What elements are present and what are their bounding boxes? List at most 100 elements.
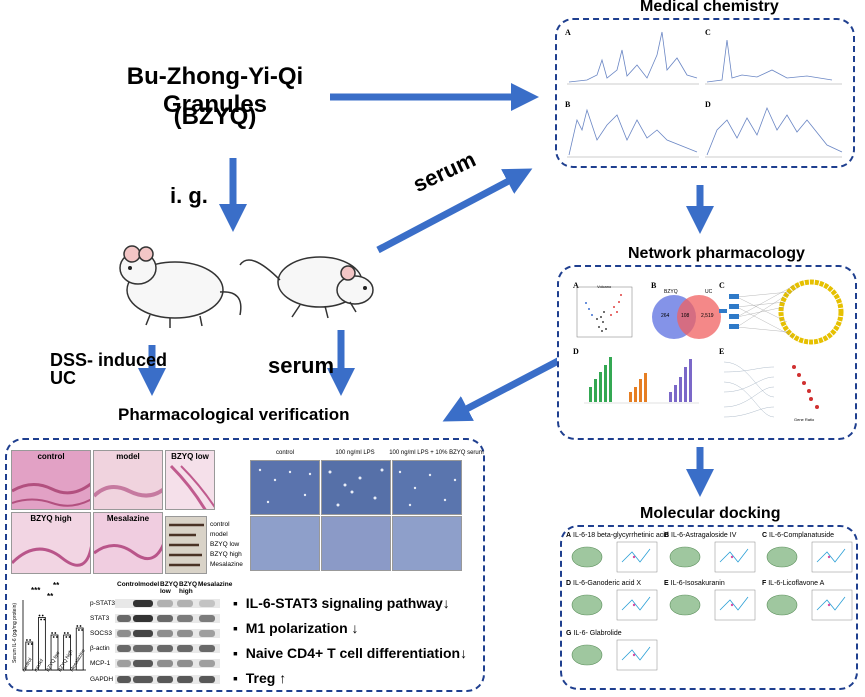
net-panel-a: A bbox=[573, 281, 579, 290]
chromatogram-panels bbox=[567, 31, 843, 158]
bar-point bbox=[27, 643, 30, 645]
bar-point bbox=[29, 639, 31, 641]
dock-label-d: D IL-6-Ganoderic acid X bbox=[566, 580, 642, 587]
colon-photo bbox=[165, 516, 207, 574]
he-control: control bbox=[11, 450, 91, 510]
network-pharmacology-box: A B C D E bbox=[557, 265, 857, 440]
micro-lps-serum-bottom bbox=[392, 516, 462, 571]
bar-mesalazine bbox=[75, 627, 84, 671]
bar-point bbox=[26, 639, 28, 641]
wb-header-model: model bbox=[140, 581, 160, 588]
medical-chemistry-title: Medical chemistry bbox=[640, 0, 779, 15]
bar-point bbox=[30, 643, 33, 645]
volcano-plot bbox=[576, 286, 633, 338]
net-panel-b: B bbox=[651, 281, 657, 290]
wb-band-stat3 bbox=[115, 614, 220, 623]
colon-legend-mesalazine: Mesalazine bbox=[210, 561, 243, 568]
dock-label-c: C IL-6-Complanatuside bbox=[762, 532, 834, 539]
micro-lps-bottom bbox=[321, 516, 391, 571]
net-panel-d: D bbox=[573, 347, 579, 356]
venn-right-count: 2,519 bbox=[701, 313, 714, 319]
serum-down-label: serum bbox=[268, 353, 335, 378]
network-pharmacology-title: Network pharmacology bbox=[628, 245, 805, 262]
chem-panel-a: A bbox=[565, 28, 571, 37]
dock-label-f: F IL-6-Licoflavone A bbox=[762, 580, 825, 587]
bar-point bbox=[68, 636, 71, 638]
wb-band-mcp1 bbox=[115, 659, 220, 668]
bar-sig-1: *** bbox=[31, 586, 41, 595]
dss-label-line2: UC bbox=[50, 368, 76, 388]
wb-header-bzyq-low: BZYQ low bbox=[160, 581, 179, 595]
arrow-serum-diagonal bbox=[376, 168, 533, 254]
wb-band-socs3 bbox=[115, 629, 220, 638]
wb-row-label-mcp1: MCP-1 bbox=[90, 660, 111, 667]
network-graph bbox=[719, 279, 844, 345]
venn-diagram bbox=[652, 295, 721, 339]
bar-point bbox=[78, 629, 80, 631]
kegg-sankey bbox=[723, 361, 819, 418]
he-bzyq-high: BZYQ high bbox=[11, 512, 91, 574]
bar-ylabel: Serum IL-6 (pg/mg protein) bbox=[12, 602, 18, 664]
wb-band-gapdh bbox=[115, 675, 220, 684]
net-panel-c: C bbox=[719, 281, 725, 290]
bar-point bbox=[38, 614, 41, 617]
micro-control-bottom bbox=[250, 516, 320, 571]
bullet-il6-stat3: ▪ IL-6-STAT3 signaling pathway↓ bbox=[233, 595, 450, 611]
bullet-treg: ▪ Treg ↑ bbox=[233, 670, 287, 686]
bar-sig-2: ** bbox=[47, 592, 54, 601]
wb-row-label-bactin: β-actin bbox=[90, 645, 110, 652]
bar-bzyq-high bbox=[63, 634, 71, 671]
bar-point bbox=[63, 632, 66, 634]
he-mesalazine: Mesalazine bbox=[93, 512, 163, 574]
micro-header-lps: 100 ng/ml LPS bbox=[335, 450, 375, 456]
pharmacological-verification-title: Pharmacological verification bbox=[118, 405, 350, 424]
bar-point bbox=[51, 632, 53, 634]
bar-model bbox=[38, 617, 46, 671]
il6-bar-chart bbox=[22, 600, 86, 671]
micro-lps-serum-top bbox=[392, 460, 462, 515]
wb-band-pstat3 bbox=[115, 599, 220, 608]
chem-panel-d: D bbox=[705, 100, 711, 109]
dock-label-e: E IL-6-Isosakuranin bbox=[664, 580, 725, 587]
colon-legend-bzyq-high: BZYQ high bbox=[210, 551, 242, 558]
docking-structures bbox=[571, 541, 853, 671]
volcano-title: Volcano bbox=[597, 284, 612, 289]
bullet-m1-polarization: ▪ M1 polarization ↓ bbox=[233, 620, 359, 636]
colon-legend-model: model bbox=[210, 531, 228, 538]
dss-label-line1: DSS- induced bbox=[50, 350, 168, 370]
micro-control-top bbox=[250, 460, 320, 515]
colon-legend-control: control bbox=[210, 521, 230, 528]
venn-right-label: UC bbox=[705, 289, 713, 295]
bar-point bbox=[76, 625, 79, 627]
dock-label-b: B IL-6-Astragaloside IV bbox=[664, 532, 737, 539]
arrow-network-to-pharm bbox=[442, 356, 562, 422]
venn-overlap-count: 108 bbox=[681, 313, 690, 319]
wb-row-label-stat3: STAT3 bbox=[90, 615, 110, 622]
venn-left-count: 264 bbox=[661, 313, 670, 319]
title-line2: (BZYQ) bbox=[173, 103, 257, 130]
bar-control bbox=[25, 641, 34, 671]
bar-point bbox=[54, 632, 57, 634]
net-panel-e: E bbox=[719, 347, 725, 356]
wb-header-bzyq-high: BZYQ high bbox=[179, 581, 198, 595]
chem-panel-b: B bbox=[565, 100, 571, 109]
bar-point bbox=[56, 636, 58, 638]
bar-point bbox=[40, 618, 42, 621]
he-model: model bbox=[93, 450, 163, 510]
bar-point bbox=[67, 632, 69, 634]
bar-point bbox=[79, 625, 82, 627]
wb-header-control: Control bbox=[117, 581, 141, 588]
ig-label: i. g. bbox=[170, 183, 208, 208]
dock-label-g: G IL-6- Glabrolide bbox=[566, 630, 622, 637]
micro-header-lps-serum: 100 ng/ml LPS + 10% BZYQ serum bbox=[389, 450, 484, 456]
rat-illustrations bbox=[119, 245, 374, 328]
bar-point bbox=[41, 614, 44, 617]
venn-left-label: BZYQ bbox=[664, 289, 678, 295]
e-axis-label: Gene Ratio bbox=[794, 417, 815, 422]
wb-row-label-gapdh: GAPDH bbox=[90, 676, 114, 683]
pharmacological-verification-box: control model BZYQ low BZYQ high Mesalaz… bbox=[5, 438, 485, 692]
bullet-naive-cd4: ▪ Naive CD4+ T cell differentiation↓ bbox=[233, 645, 468, 661]
go-enrichment-bars bbox=[584, 357, 699, 404]
title-line1: Bu-Zhong-Yi-Qi Granules bbox=[126, 63, 304, 118]
